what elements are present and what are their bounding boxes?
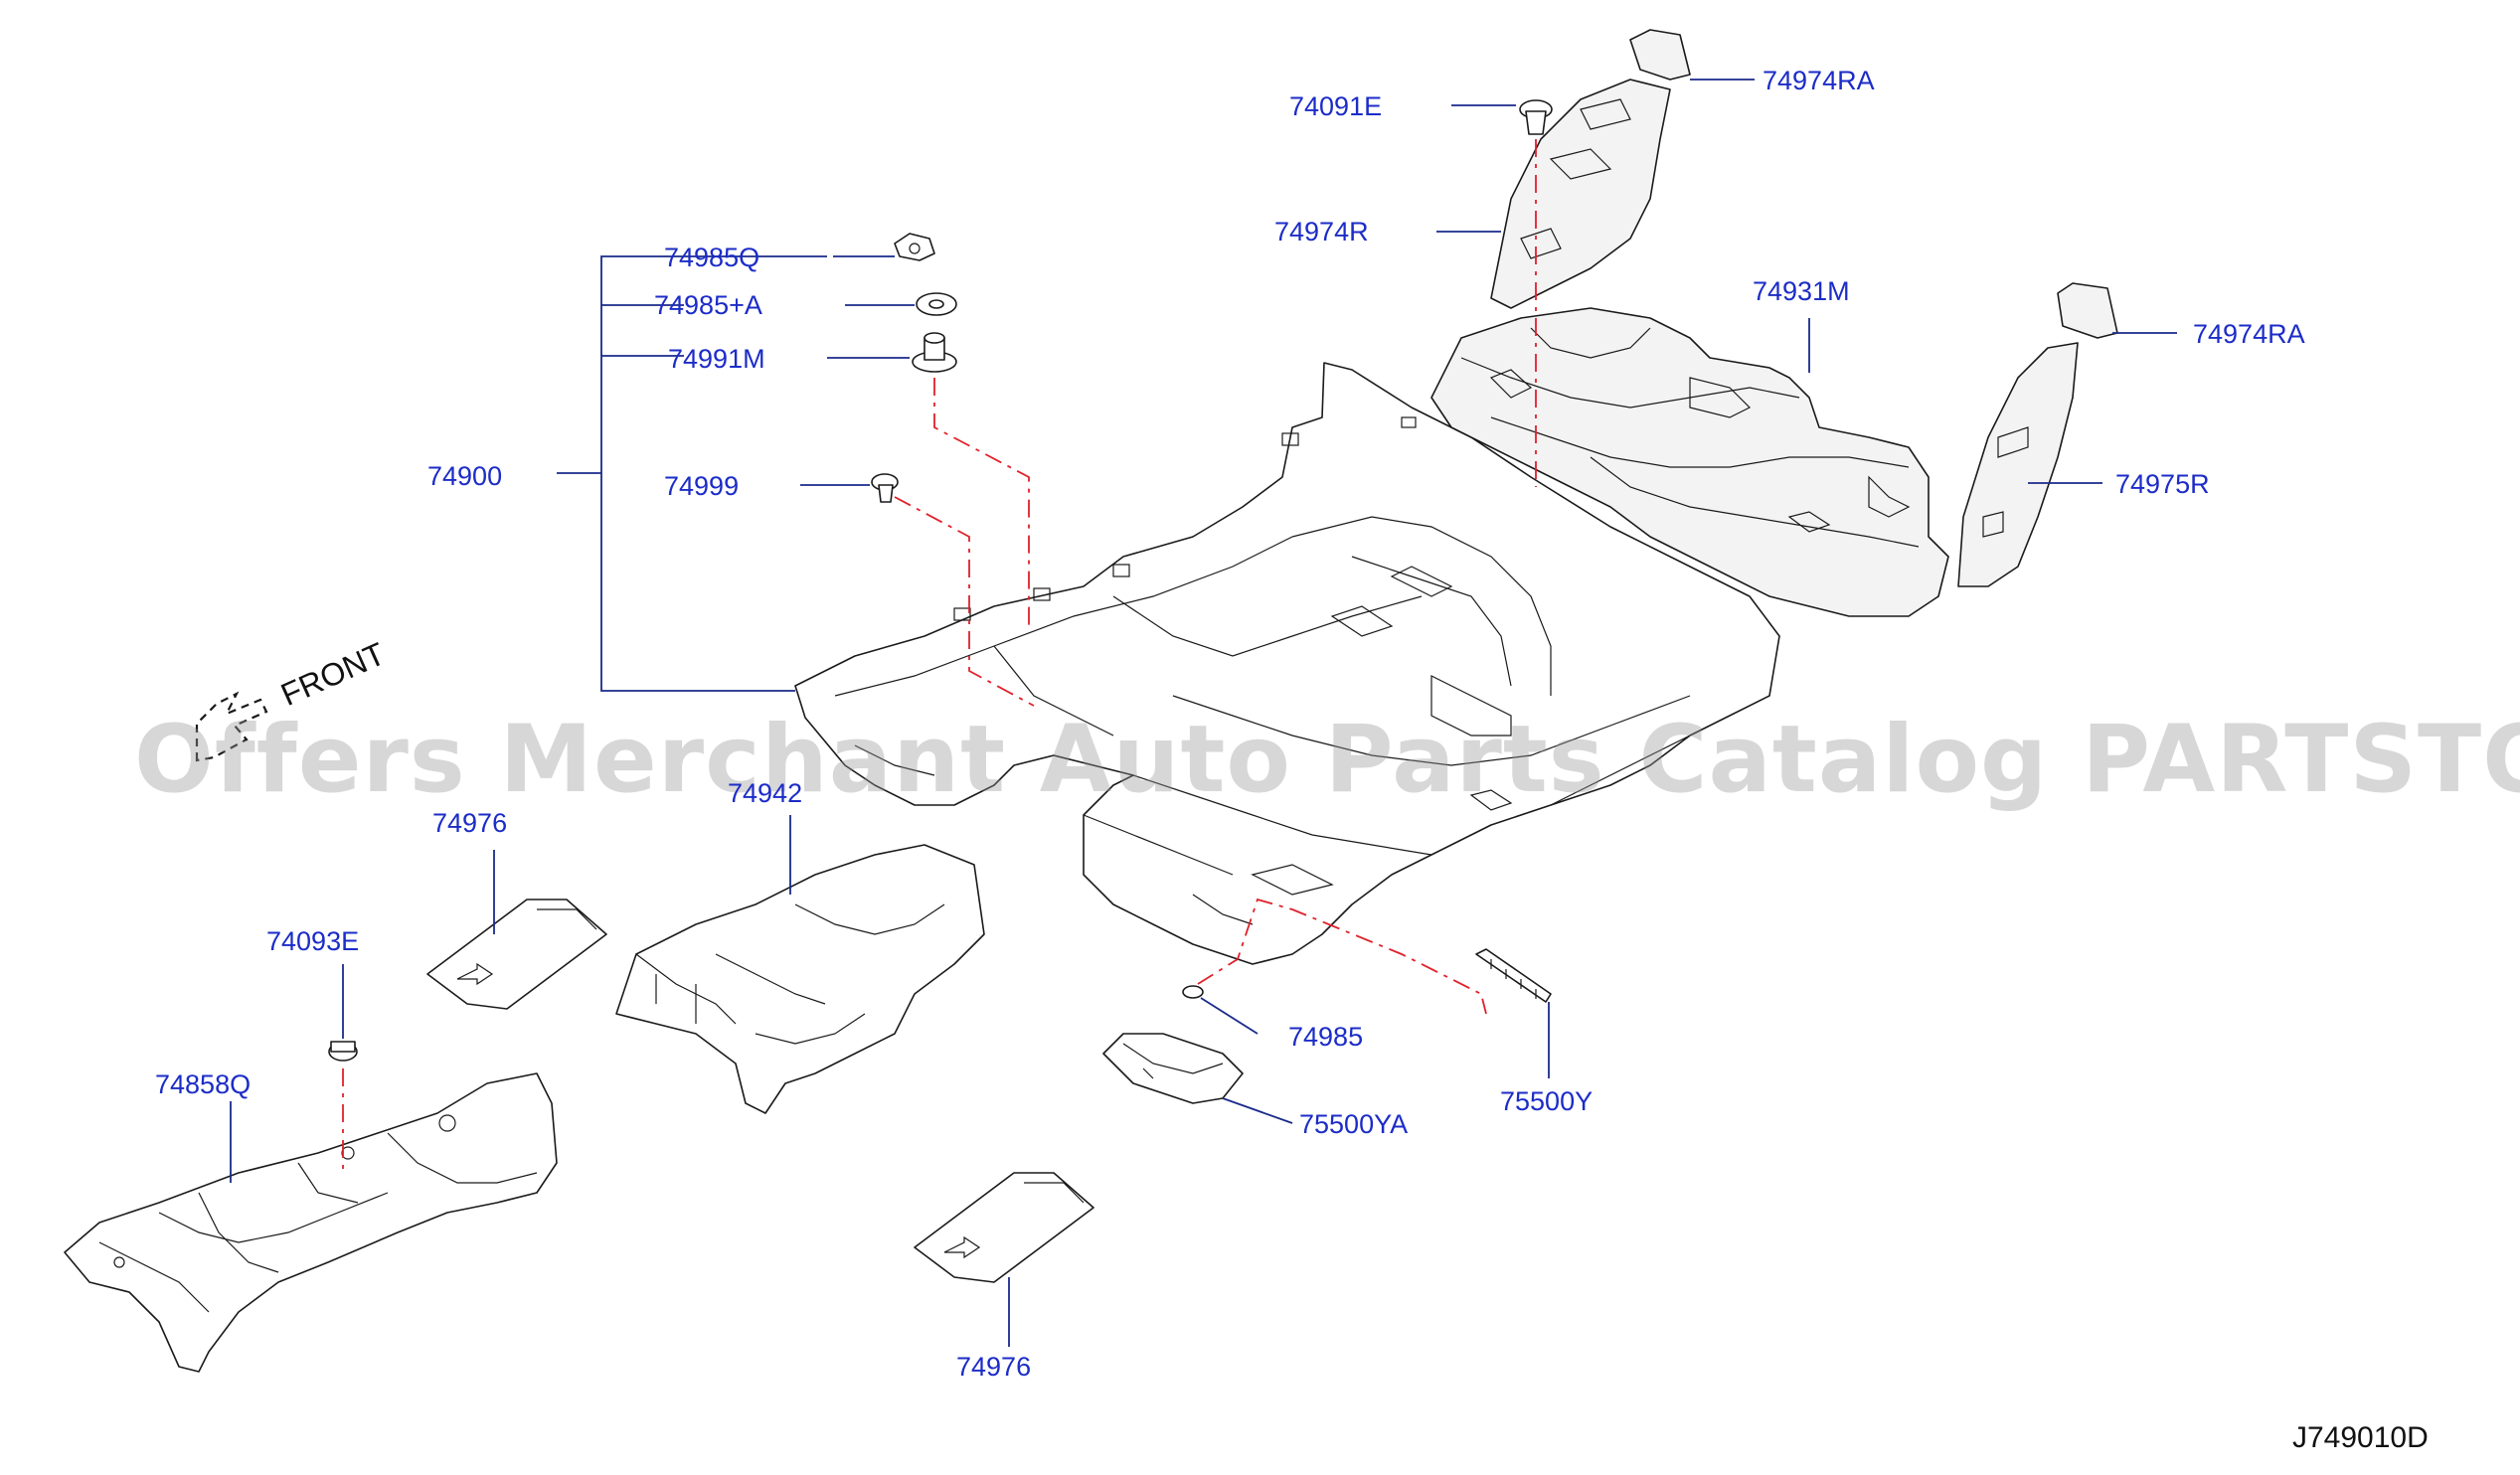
clip-74091E [1519,99,1553,135]
part-label-74093E[interactable]: 74093E [266,926,360,956]
part-label-74858Q[interactable]: 74858Q [155,1069,252,1099]
rear-side-trim-74975R [1957,342,2079,587]
fastener-74985Q [894,233,935,261]
diagram-code: J749010D [2292,1421,2429,1454]
pad-74976-upper [426,899,607,1010]
tunnel-insulator-74942 [615,844,985,1114]
grommet-74985 [1182,985,1204,999]
clip-strip-75500Y [1475,948,1552,1003]
part-label-74985Q[interactable]: 74985Q [664,243,760,272]
watermark-text: Offers Merchant Auto Parts Catalog PARTS… [134,706,2520,814]
nut-74093E [328,1041,358,1062]
part-label-74976-upper[interactable]: 74976 [432,808,508,838]
group-bracket-74900 [557,255,827,692]
part-label-74974R[interactable]: 74974R [1274,217,1369,246]
floor-carpet-74900 [794,362,1780,965]
clip-74999 [871,473,899,503]
dash-insulator-74858Q [64,1072,558,1373]
rear-side-trim-74974R [1490,79,1671,309]
front-arrow-icon [195,691,268,762]
part-label-74974RA-top[interactable]: 74974RA [1763,66,1875,95]
part-label-75500Y[interactable]: 75500Y [1500,1086,1594,1116]
grommet-74991M [912,332,957,373]
leader-lines [230,79,2177,1347]
part-label-74991M[interactable]: 74991M [668,344,765,374]
part-label-74942[interactable]: 74942 [728,778,803,808]
grommet-74985A [916,292,957,316]
part-label-74091E[interactable]: 74091E [1289,91,1383,121]
part-label-74931M[interactable]: 74931M [1753,276,1850,306]
part-label-74900[interactable]: 74900 [427,461,503,491]
pad-74976-lower [914,1172,1094,1283]
part-label-74985[interactable]: 74985 [1288,1022,1364,1052]
part-label-75500YA[interactable]: 75500YA [1299,1109,1409,1139]
bracket-75500YA [1102,1033,1244,1104]
part-label-74976-lower[interactable]: 74976 [956,1352,1032,1382]
trim-pad-74974RA-top [1629,29,1691,81]
part-label-74974RA-right[interactable]: 74974RA [2193,319,2305,349]
rear-carpet-74931M [1430,307,1949,617]
trim-pad-74974RA-right [2057,282,2118,339]
part-label-74999[interactable]: 74999 [664,471,740,501]
part-label-74975R[interactable]: 74975R [2115,469,2210,499]
part-label-74985A[interactable]: 74985+A [654,290,762,320]
installation-guides [342,139,1537,1173]
